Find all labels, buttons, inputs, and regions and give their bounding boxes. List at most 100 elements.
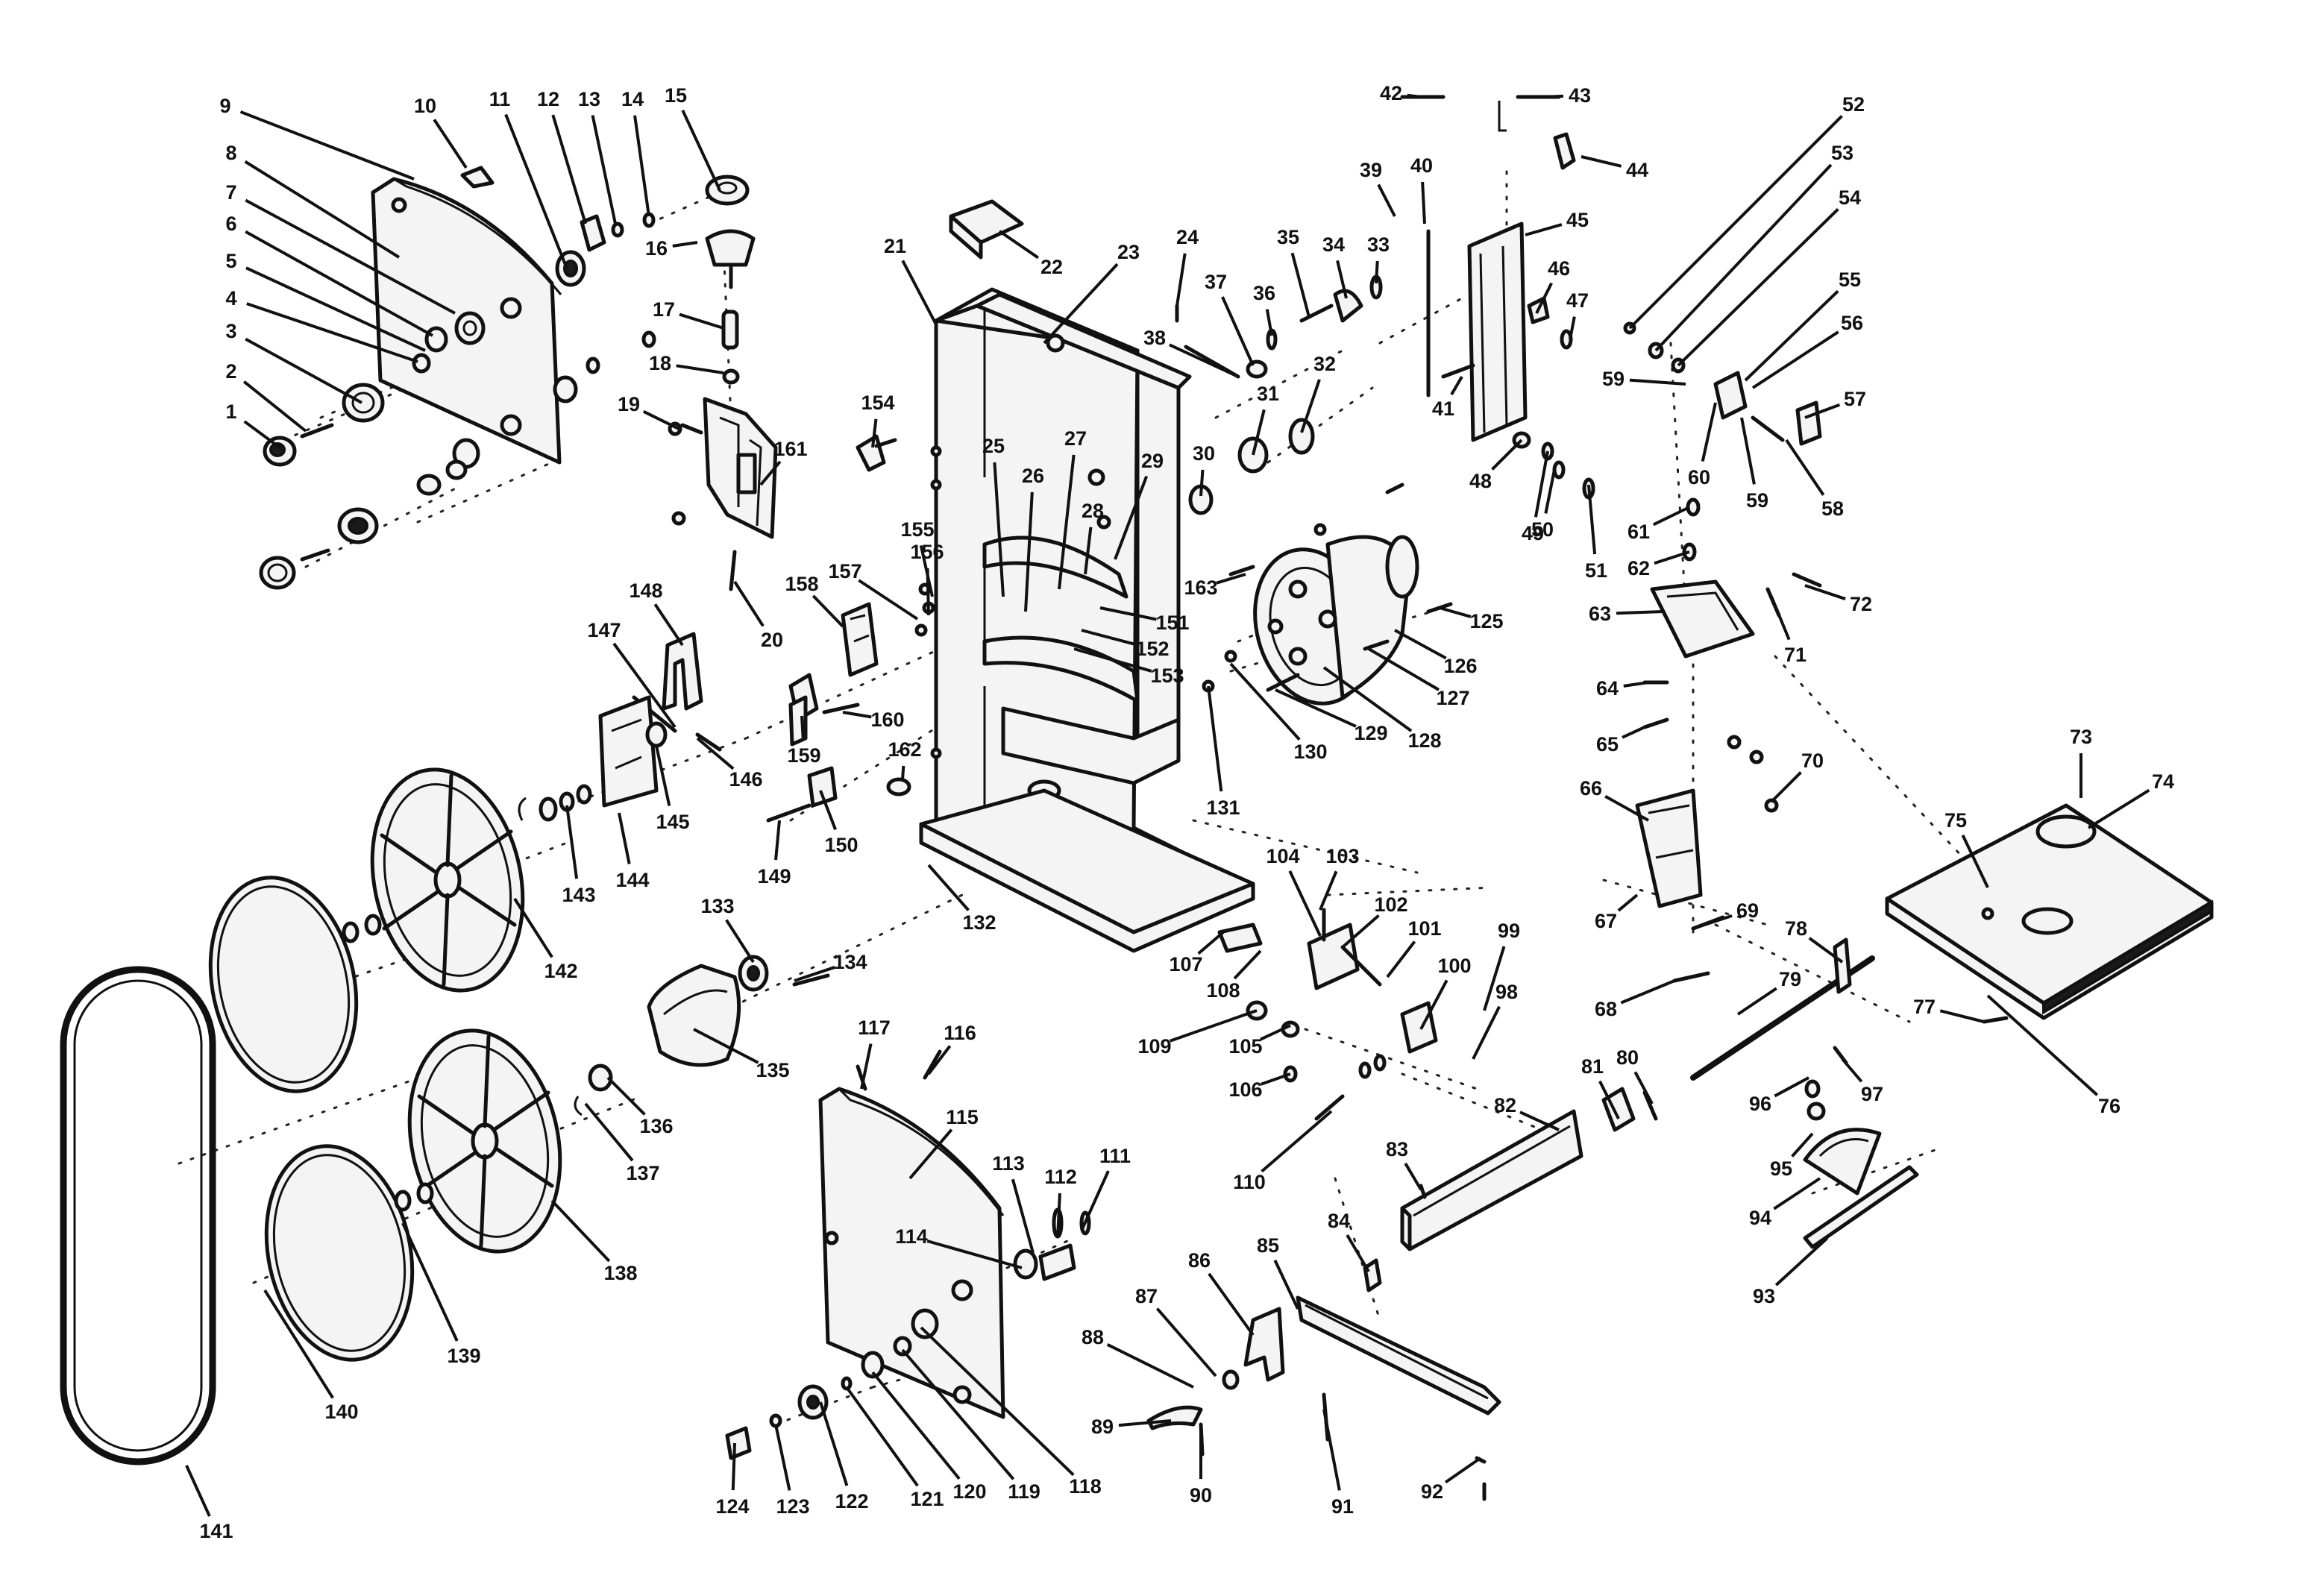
callout-leader-38: [1169, 343, 1239, 378]
callout-leader-136: [606, 1076, 646, 1116]
tension-assembly: [668, 175, 778, 591]
part-number-42: 42: [1380, 82, 1402, 104]
part-number-12: 12: [537, 88, 559, 110]
callout-leader-55: [1744, 289, 1839, 382]
part-number-6: 6: [225, 213, 236, 235]
part-number-122: 122: [835, 1490, 868, 1512]
part-number-97: 97: [1861, 1083, 1883, 1105]
part-number-35: 35: [1277, 226, 1299, 248]
callout-leader-160: [842, 711, 872, 719]
part-number-130: 130: [1293, 741, 1327, 763]
part-number-114: 114: [895, 1225, 928, 1248]
part-number-4: 4: [225, 287, 236, 310]
callout-leader-64: [1623, 681, 1649, 688]
part-number-138: 138: [603, 1262, 637, 1284]
callout-leader-103: [1319, 870, 1338, 911]
part-number-147: 147: [587, 619, 621, 641]
part-number-80: 80: [1616, 1046, 1639, 1069]
part-number-44: 44: [1626, 159, 1648, 181]
part-number-112: 112: [1044, 1166, 1077, 1188]
part-number-98: 98: [1495, 981, 1518, 1003]
part-number-159: 159: [787, 744, 820, 767]
callout-leader-62: [1654, 550, 1690, 565]
part-number-162: 162: [888, 738, 921, 761]
callout-leader-8: [244, 160, 401, 259]
callout-leader-14: [633, 115, 650, 217]
part-number-148: 148: [629, 579, 662, 602]
callout-leader-40: [1421, 181, 1426, 224]
callout-leader-59b: [1740, 417, 1756, 485]
part-number-38: 38: [1143, 327, 1166, 349]
lower-guides: [598, 632, 911, 823]
upper-cover-hardware: [259, 166, 656, 590]
callout-leader-140: [263, 1289, 334, 1399]
part-number-96: 96: [1749, 1093, 1771, 1115]
part-number-68: 68: [1595, 998, 1617, 1020]
part-number-108: 108: [1206, 979, 1240, 1002]
callout-leader-33: [1375, 260, 1379, 284]
part-number-120: 120: [952, 1480, 986, 1503]
part-number-154: 154: [861, 392, 894, 414]
part-number-69: 69: [1736, 899, 1759, 922]
callout-leader-19: [642, 409, 679, 430]
callout-leader-60: [1701, 402, 1717, 462]
callout-leader-77: [1939, 1009, 1985, 1023]
callout-leader-68: [1620, 979, 1675, 1005]
part-number-102: 102: [1374, 893, 1407, 916]
callout-leader-20: [733, 580, 765, 627]
part-number-43: 43: [1569, 84, 1591, 107]
callout-leader-28: [1084, 527, 1093, 575]
callout-leader-107: [1197, 931, 1225, 955]
part-number-109: 109: [1137, 1035, 1171, 1058]
switch-assembly: [788, 434, 942, 759]
callout-leader-142: [513, 897, 553, 958]
callout-leader-32: [1300, 379, 1321, 433]
callout-leader-89: [1118, 1419, 1172, 1427]
part-number-74: 74: [2152, 770, 2174, 793]
main-frame: [919, 287, 1255, 953]
part-number-63: 63: [1589, 603, 1611, 625]
part-number-7: 7: [225, 181, 236, 204]
part-number-15: 15: [665, 84, 687, 107]
callout-leader-156: [926, 568, 930, 616]
callout-leader-10: [433, 119, 468, 169]
part-number-14: 14: [621, 88, 644, 110]
callout-leader-46: [1535, 282, 1553, 314]
callout-leader-63: [1616, 610, 1664, 615]
part-number-127: 127: [1436, 687, 1469, 709]
callout-leader-137: [584, 1102, 634, 1162]
part-number-88: 88: [1082, 1326, 1104, 1348]
callout-leader-127: [1367, 647, 1440, 691]
part-number-23: 23: [1117, 241, 1140, 263]
callout-leader-30: [1199, 469, 1205, 497]
callout-leader-74: [2087, 788, 2150, 829]
callout-leader-22: [998, 230, 1039, 260]
part-number-40: 40: [1410, 154, 1433, 177]
callout-leader-152: [1081, 629, 1137, 647]
part-number-64: 64: [1596, 677, 1619, 700]
callout-leader-9: [239, 110, 415, 180]
callout-leader-75: [1961, 834, 1989, 888]
callout-leader-57: [1804, 403, 1841, 419]
callout-leader-132: [927, 864, 970, 911]
callout-leader-141: [185, 1465, 211, 1517]
part-number-67: 67: [1595, 910, 1617, 932]
part-number-89: 89: [1091, 1416, 1114, 1438]
callout-leader-131: [1207, 685, 1223, 792]
part-number-5: 5: [225, 250, 236, 272]
callout-leader-26: [1024, 491, 1034, 612]
callout-leader-110: [1261, 1110, 1333, 1173]
part-number-155: 155: [900, 518, 934, 541]
part-number-20: 20: [761, 629, 783, 651]
callout-leader-108: [1233, 949, 1262, 980]
callout-leader-118: [920, 1326, 1075, 1477]
part-number-134: 134: [833, 951, 867, 973]
callout-leader-117: [860, 1043, 873, 1090]
callout-leader-43: [1543, 94, 1564, 98]
callout-leader-85: [1273, 1260, 1299, 1310]
part-number-31: 31: [1257, 383, 1279, 405]
callout-leader-2: [242, 380, 307, 433]
part-number-115: 115: [946, 1106, 979, 1128]
part-number-95: 95: [1770, 1157, 1792, 1180]
